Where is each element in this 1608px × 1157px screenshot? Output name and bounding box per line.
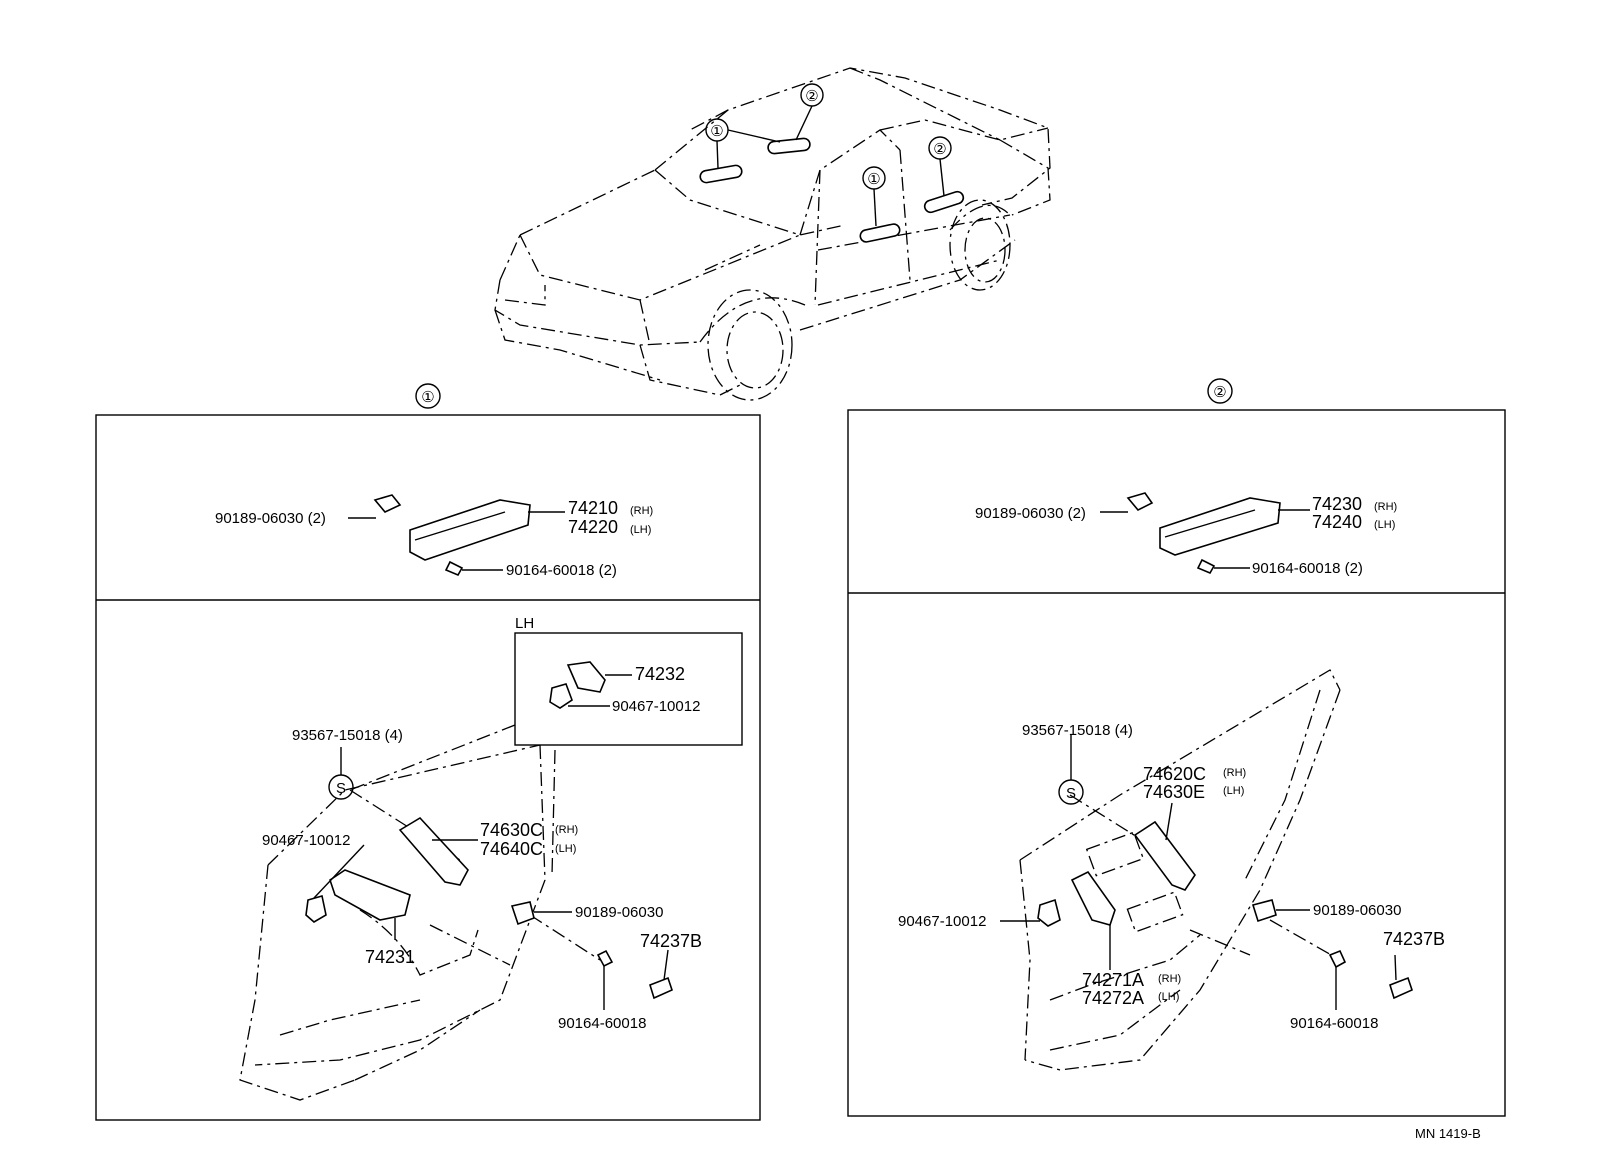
p2-s-symbol: S — [1066, 785, 1076, 802]
p2-handle-rh-tag: (RH) — [1223, 767, 1246, 779]
panel-2-roof-grip-group: 90189-06030 (2) 74230 (RH) 74240 (LH) 90… — [975, 492, 1397, 577]
p1-top-grip-rh-tag: (RH) — [630, 505, 653, 517]
p1-top-screw-label: 90164-60018 (2) — [506, 562, 617, 579]
p1-handle-lh-label: 74640C — [480, 839, 543, 859]
car-callout-1b: ① — [867, 171, 880, 188]
panel-1-door: S 93567-15018 (4) 90467-10012 74630C (RH… — [239, 727, 702, 1101]
p1-s-symbol: S — [336, 780, 346, 797]
p2-screw-s-label: 93567-15018 (4) — [1022, 722, 1133, 739]
car-callout-2a: ② — [805, 88, 818, 105]
p2-clip-left-label: 90467-10012 — [898, 913, 986, 930]
car-callout-2b: ② — [933, 141, 946, 158]
diagram-code: MN 1419-B — [1415, 1126, 1481, 1141]
p2-top-grip-rh-tag: (RH) — [1374, 501, 1397, 513]
p2-cover-label: 74237B — [1383, 929, 1445, 949]
p2-handle-rh-label: 74620C — [1143, 764, 1206, 784]
p2-top-screw-label: 90164-60018 (2) — [1252, 560, 1363, 577]
panel-1-roof-grip-group: 90189-06030 (2) 74210 (RH) 74220 (LH) 90… — [215, 494, 653, 579]
p1-lh-part-label: 74232 — [635, 664, 685, 684]
p1-screw-s-label: 93567-15018 (4) — [292, 727, 403, 744]
p2-base-rh-tag: (RH) — [1158, 973, 1181, 985]
p1-top-grip-rh-label: 74210 — [568, 498, 618, 518]
p1-top-grip-lh-label: 74220 — [568, 517, 618, 537]
p2-base-lh-tag: (LH) — [1158, 991, 1179, 1003]
p1-clip-left-label: 90467-10012 — [262, 832, 350, 849]
p2-top-grip-lh-tag: (LH) — [1374, 519, 1395, 531]
p2-top-grip-rh-label: 74230 — [1312, 494, 1362, 514]
p2-top-grip-lh-label: 74240 — [1312, 512, 1362, 532]
panel-2-door: S 93567-15018 (4) 74620C (RH) 74630E (LH… — [898, 669, 1445, 1071]
p1-top-grip-lh-tag: (LH) — [630, 524, 651, 536]
p1-base-label: 74231 — [365, 947, 415, 967]
p2-handle-lh-label: 74630E — [1143, 782, 1205, 802]
p1-clip-right-label: 90189-06030 — [575, 904, 663, 921]
p1-handle-rh-label: 74630C — [480, 820, 543, 840]
p2-screw-label: 90164-60018 — [1290, 1015, 1378, 1032]
p2-base-rh-label: 74271A — [1082, 970, 1144, 990]
p2-top-clip-label: 90189-06030 (2) — [975, 505, 1086, 522]
p1-cover-label: 74237B — [640, 931, 702, 951]
p1-screw-label: 90164-60018 — [558, 1015, 646, 1032]
p2-base-lh-label: 74272A — [1082, 988, 1144, 1008]
car-illustration: ① ② ① ② — [494, 67, 1051, 401]
p1-top-clip-label: 90189-06030 (2) — [215, 510, 326, 527]
p1-lh-box-title: LH — [515, 615, 534, 632]
p2-handle-lh-tag: (LH) — [1223, 785, 1244, 797]
p1-handle-rh-tag: (RH) — [555, 824, 578, 836]
p1-handle-lh-tag: (LH) — [555, 843, 576, 855]
panel-1-marker: ① — [421, 389, 434, 406]
panel-2-marker: ② — [1213, 384, 1226, 401]
p1-lh-clip-label: 90467-10012 — [612, 698, 700, 715]
panel-2: ② 90189-06030 (2) 74230 (RH) 74240 (LH) … — [847, 378, 1506, 1117]
car-callout-1a: ① — [710, 123, 723, 140]
p2-clip-right-label: 90189-06030 — [1313, 902, 1401, 919]
panel-1: ① 90189-06030 (2) 74210 (RH) 74220 (LH) … — [95, 383, 761, 1121]
panel-1-lh-inset: LH 74232 90467-10012 — [349, 615, 743, 791]
